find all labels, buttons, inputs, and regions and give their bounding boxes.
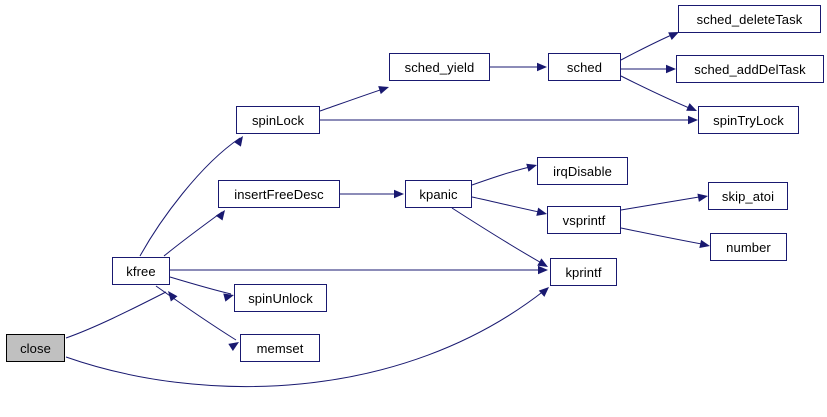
arrowhead-spinLock-to-spinTryLock: [688, 115, 698, 125]
edge-close-to-kfree: [65, 291, 167, 339]
node-kfree[interactable]: kfree: [112, 257, 170, 285]
node-irqDisable[interactable]: irqDisable: [537, 157, 628, 185]
node-vsprintf[interactable]: vsprintf: [547, 206, 621, 234]
arrowhead-spinLock-to-sched_yield: [378, 86, 389, 95]
arrowhead-kfree-to-spinLock: [233, 136, 243, 147]
node-label-vsprintf: vsprintf: [562, 212, 606, 228]
arrowhead-sched-to-spinTryLock: [686, 103, 697, 111]
edge-sched-to-sched_deleteTask: [620, 32, 677, 61]
arrowhead-sched-to-sched_addDelTask: [666, 64, 676, 74]
node-label-sched_deleteTask: sched_deleteTask: [696, 11, 803, 27]
edge-kpanic-to-vsprintf: [471, 196, 545, 214]
edge-kfree-to-memset: [155, 285, 237, 341]
node-label-spinUnlock: spinUnlock: [248, 290, 313, 306]
arrowhead-insertFreeDesc-to-kpanic: [394, 189, 404, 199]
node-number[interactable]: number: [710, 233, 787, 261]
arrowhead-sched_yield-to-sched: [537, 62, 547, 72]
node-sched_addDelTask[interactable]: sched_addDelTask: [676, 55, 824, 83]
node-insertFreeDesc[interactable]: insertFreeDesc: [218, 180, 340, 208]
node-label-skip_atoi: skip_atoi: [721, 188, 775, 204]
node-kprintf[interactable]: kprintf: [550, 258, 617, 286]
edge-kpanic-to-kprintf: [451, 207, 546, 266]
arrowhead-kpanic-to-kprintf: [537, 258, 548, 267]
node-label-irqDisable: irqDisable: [553, 163, 612, 179]
edge-kfree-to-spinUnlock: [169, 276, 232, 295]
node-close[interactable]: close: [6, 334, 65, 362]
node-label-number: number: [726, 239, 771, 255]
node-skip_atoi[interactable]: skip_atoi: [708, 182, 788, 210]
node-memset[interactable]: memset: [240, 334, 320, 362]
node-label-insertFreeDesc: insertFreeDesc: [234, 186, 324, 202]
edge-kpanic-to-irqDisable: [471, 165, 535, 186]
node-label-close: close: [20, 340, 51, 356]
node-label-sched: sched: [566, 59, 603, 75]
arrowhead-close-to-kfree: [168, 291, 178, 302]
node-label-sched_yield: sched_yield: [404, 59, 475, 75]
arrowhead-kfree-to-insertFreeDesc: [215, 210, 225, 221]
node-spinTryLock[interactable]: spinTryLock: [698, 106, 799, 134]
edge-vsprintf-to-number: [620, 227, 708, 246]
node-label-spinTryLock: spinTryLock: [713, 112, 784, 128]
node-sched_yield[interactable]: sched_yield: [389, 53, 490, 81]
node-sched[interactable]: sched: [548, 53, 621, 81]
node-label-memset: memset: [256, 340, 304, 356]
node-spinLock[interactable]: spinLock: [236, 106, 320, 134]
node-label-spinLock: spinLock: [251, 112, 305, 128]
node-label-sched_addDelTask: sched_addDelTask: [694, 61, 806, 77]
edge-kfree-to-insertFreeDesc: [163, 211, 223, 257]
node-kpanic[interactable]: kpanic: [405, 180, 472, 208]
node-label-kfree: kfree: [126, 263, 156, 279]
arrowhead-kfree-to-kprintf: [538, 265, 548, 275]
edge-vsprintf-to-skip_atoi: [620, 195, 706, 211]
edge-spinLock-to-sched_yield: [319, 87, 387, 112]
node-sched_deleteTask[interactable]: sched_deleteTask: [678, 5, 821, 33]
node-spinUnlock[interactable]: spinUnlock: [234, 284, 327, 312]
node-label-kpanic: kpanic: [419, 186, 458, 202]
node-label-kprintf: kprintf: [565, 264, 602, 280]
